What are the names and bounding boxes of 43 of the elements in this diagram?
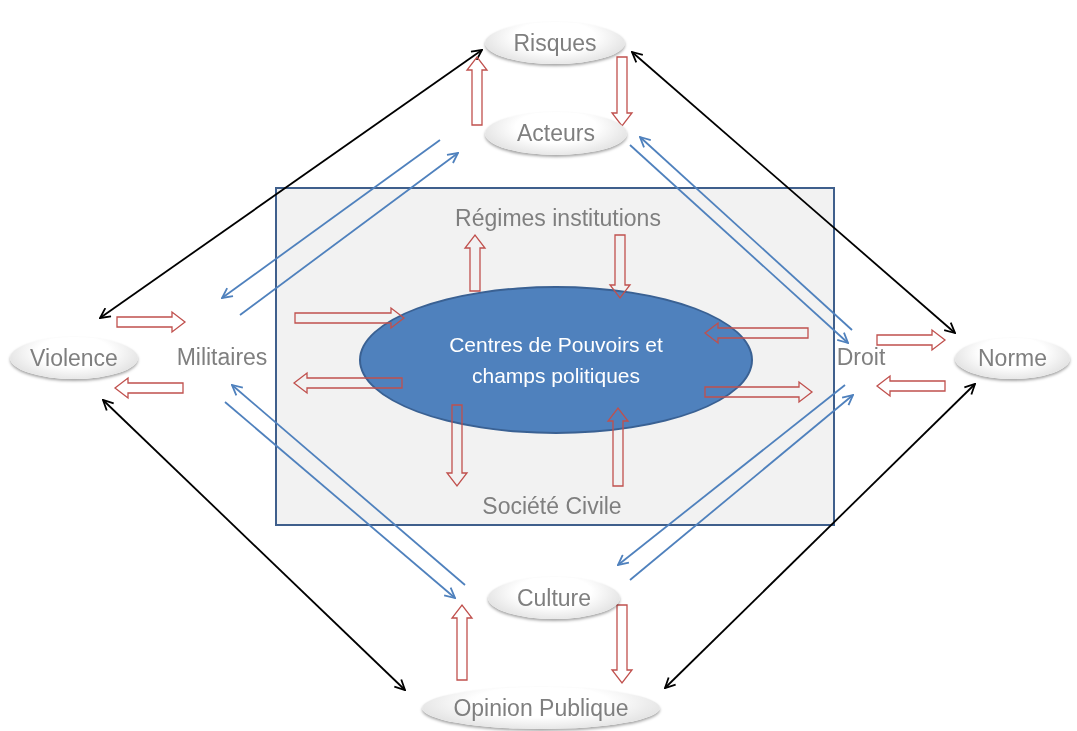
block-arrow [610, 56, 634, 128]
ellipse-node [485, 22, 625, 64]
block-arrow [703, 321, 809, 345]
node-label: Droit [836, 343, 886, 371]
panel-box [275, 187, 835, 526]
block-arrow [450, 603, 474, 681]
block-arrow [876, 328, 947, 352]
block-arrow [610, 604, 634, 685]
node-text: Acteurs [517, 120, 595, 147]
arrow [617, 384, 846, 566]
ellipse-node [485, 112, 627, 155]
node-text: Violence [30, 344, 118, 372]
block-arrow [608, 234, 632, 300]
block-arrow [116, 310, 187, 334]
node-text: Risques [513, 29, 597, 57]
ellipse-node [955, 338, 1070, 379]
node-label: Société Civile [482, 492, 622, 520]
node-label: Régimes institutions [455, 204, 661, 232]
node-text: Opinion Publique [453, 694, 629, 722]
arrow [239, 152, 459, 316]
block-arrow [875, 374, 946, 398]
arrow [102, 399, 406, 691]
arrow [629, 144, 849, 344]
block-arrow [606, 406, 630, 487]
arrow [224, 401, 456, 599]
block-arrow [465, 55, 489, 126]
block-arrow [294, 306, 406, 330]
arrow [629, 394, 854, 581]
block-arrow [113, 376, 184, 400]
block-arrow [292, 371, 403, 395]
node-text: Centres de Pouvoirs et champs politiques [448, 331, 664, 389]
arrow [231, 384, 466, 586]
block-arrow [445, 404, 469, 488]
arrow [639, 136, 853, 331]
node-text: Culture [516, 584, 592, 612]
node-label: Militaires [176, 343, 268, 371]
block-arrow [463, 233, 487, 292]
node-text: Norme [978, 345, 1047, 372]
arrow [99, 49, 483, 319]
arrow [631, 51, 956, 334]
block-arrow [704, 380, 814, 404]
arrow [664, 383, 976, 689]
arrow [221, 139, 441, 299]
